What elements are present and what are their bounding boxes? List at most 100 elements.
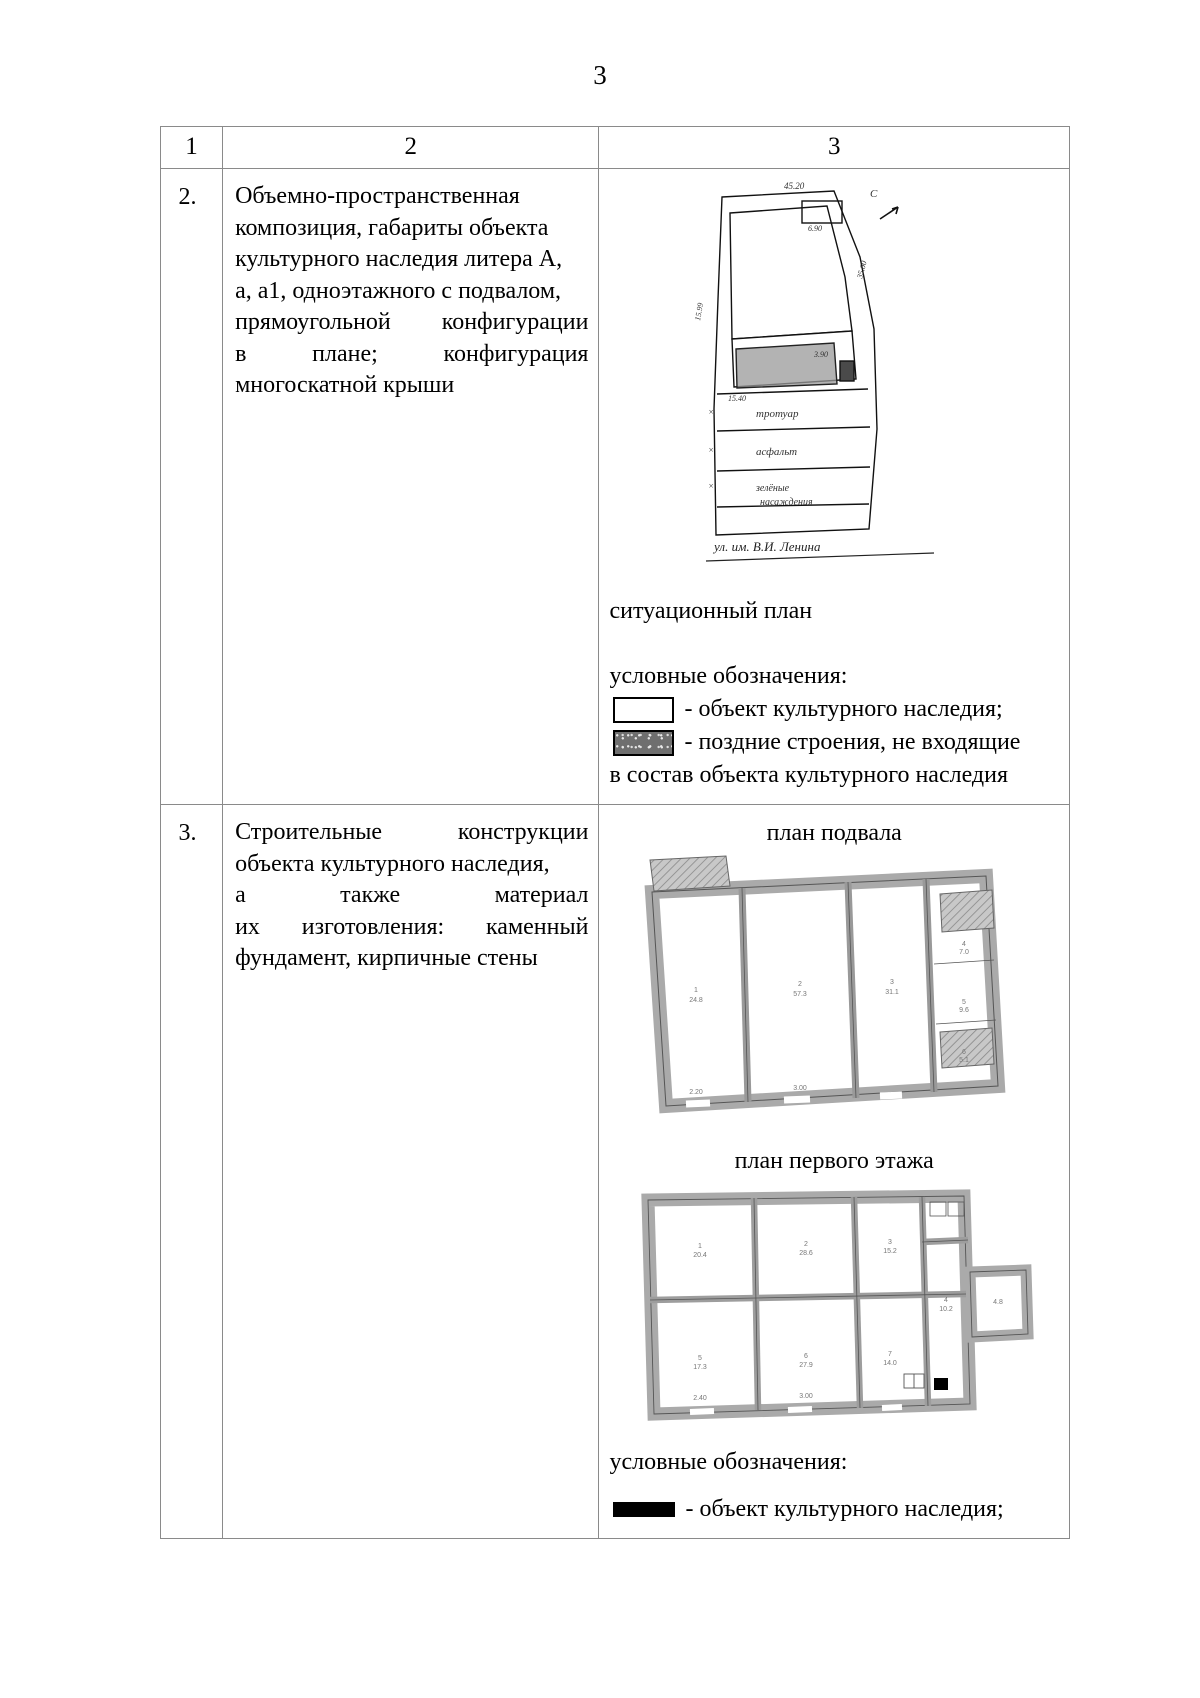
description-line: Объемно-пространственная bbox=[235, 183, 520, 209]
street-label: ул. им. В.И. Ленина bbox=[712, 539, 821, 554]
description-word: изготовления: bbox=[301, 913, 445, 940]
legend-title: условные обозначения: bbox=[609, 663, 848, 689]
svg-text:5: 5 bbox=[962, 999, 966, 1006]
description-word: плане; bbox=[312, 340, 378, 367]
row-description: Объемно-пространственная композиция, габ… bbox=[222, 168, 600, 805]
table-row: 3. Строительные конструкции объекта куль… bbox=[159, 804, 1070, 1539]
svg-text:3.00: 3.00 bbox=[799, 1393, 813, 1400]
legend-item: - объект культурного наследия; bbox=[605, 1493, 1063, 1526]
svg-text:2: 2 bbox=[798, 981, 802, 988]
dimension-label-left: 15.99 bbox=[693, 302, 705, 321]
column-header-2: 2 bbox=[222, 126, 600, 169]
svg-text:5.1: 5.1 bbox=[959, 1057, 969, 1064]
svg-text:2.40: 2.40 bbox=[693, 1395, 707, 1402]
svg-text:57.3: 57.3 bbox=[793, 991, 807, 998]
svg-text:20.4: 20.4 bbox=[693, 1252, 707, 1259]
dimension-label-small: 6.90 bbox=[808, 224, 822, 233]
svg-text:2.20: 2.20 bbox=[689, 1089, 703, 1096]
description-line: их изготовления: каменный bbox=[235, 912, 588, 944]
description-word: конструкции bbox=[457, 819, 589, 845]
svg-text:7.0: 7.0 bbox=[959, 949, 969, 956]
description-line: культурного наследия литера А, bbox=[235, 246, 563, 272]
svg-text:9.6: 9.6 bbox=[959, 1007, 969, 1014]
requirements-table: 1 2 3 2. Объемно-пространственная композ… bbox=[159, 126, 1070, 1539]
green-zone-label: зелёные bbox=[755, 483, 790, 494]
svg-text:14.0: 14.0 bbox=[883, 1360, 897, 1367]
description-word: Строительные bbox=[235, 819, 383, 845]
basement-plan-drawing: 124.8 257.3 331.1 47.0 59.6 65.1 2.20 3.… bbox=[644, 855, 1006, 1114]
svg-text:6: 6 bbox=[804, 1353, 808, 1360]
basement-plan-caption: план подвала bbox=[766, 820, 902, 846]
dimension-label-right: 35.00 bbox=[855, 260, 869, 281]
row-media-floorplans: план подвала bbox=[598, 804, 1070, 1539]
svg-text:2: 2 bbox=[804, 1241, 808, 1248]
description-word: в bbox=[235, 340, 247, 367]
description-word: прямоугольной bbox=[235, 309, 391, 335]
row-description: Строительные конструкции объекта культур… bbox=[222, 804, 600, 1539]
first-floor-plan-drawing: 120.4 228.6 315.2 410.2 517.3 627.9 714.… bbox=[641, 1189, 1034, 1421]
first-floor-plan-caption: план первого этажа bbox=[734, 1148, 934, 1174]
svg-text:×: × bbox=[708, 445, 714, 455]
row-number: 2. bbox=[159, 168, 224, 805]
column-header-3: 3 bbox=[598, 126, 1070, 169]
description-line: а, а1, одноэтажного с подвалом, bbox=[235, 277, 562, 304]
situational-plan-caption: ситуационный план bbox=[609, 598, 813, 624]
table-row: 2. Объемно-пространственная композиция, … bbox=[159, 168, 1070, 805]
legend-item: - поздние строения, не входящие bbox=[605, 726, 1063, 759]
legend-continuation: в состав объекта культурного наследия bbox=[609, 762, 1009, 788]
svg-text:1: 1 bbox=[698, 1243, 702, 1250]
legend-item-label: - объект культурного наследия; bbox=[685, 1496, 1004, 1522]
situational-plan-drawing: С 45.20 6.90 35.00 15.99 15.40 3.90 трот… bbox=[693, 181, 935, 562]
description-word: каменный bbox=[486, 913, 589, 940]
green-zone-label-2: насаждения bbox=[760, 497, 813, 508]
page-number: 3 bbox=[593, 60, 607, 90]
svg-text:10.2: 10.2 bbox=[939, 1306, 953, 1313]
sidewalk-label: тротуар bbox=[756, 408, 799, 420]
description-word: конфигурации bbox=[441, 309, 589, 335]
description-word: материал bbox=[494, 882, 589, 908]
svg-text:7: 7 bbox=[888, 1351, 892, 1358]
dimension-label-bottom: 15.40 bbox=[728, 394, 746, 403]
row-number: 3. bbox=[159, 804, 224, 1539]
description-line: прямоугольной конфигурации bbox=[235, 307, 588, 339]
svg-text:4.8: 4.8 bbox=[993, 1299, 1003, 1306]
description-line: фундамент, кирпичные стены bbox=[235, 945, 538, 971]
description-word: конфигурация bbox=[443, 340, 589, 367]
legend-item: - объект культурного наследия; bbox=[605, 693, 1063, 726]
description-word: также bbox=[340, 882, 401, 908]
svg-text:4: 4 bbox=[962, 941, 966, 948]
svg-text:27.9: 27.9 bbox=[799, 1362, 813, 1369]
outline-rect-swatch-icon bbox=[613, 696, 675, 723]
svg-text:6: 6 bbox=[962, 1049, 966, 1056]
svg-text:28.6: 28.6 bbox=[799, 1250, 813, 1257]
description-line: Строительные конструкции bbox=[235, 817, 588, 849]
description-line: объекта культурного наследия, bbox=[235, 850, 550, 877]
legend-item-label: - объект культурного наследия; bbox=[684, 696, 1003, 722]
description-word: а bbox=[235, 882, 246, 908]
legend-item-label: - поздние строения, не входящие bbox=[684, 729, 1021, 755]
description-line: многоскатной крыши bbox=[235, 372, 455, 398]
svg-text:24.8: 24.8 bbox=[689, 997, 703, 1004]
situational-plan-figure: С 45.20 6.90 35.00 15.99 15.40 3.90 трот… bbox=[605, 179, 1063, 579]
svg-text:3: 3 bbox=[890, 979, 894, 986]
svg-text:4: 4 bbox=[944, 1297, 948, 1304]
svg-text:17.3: 17.3 bbox=[693, 1364, 707, 1371]
column-header-1: 1 bbox=[159, 126, 224, 169]
dimension-label-top: 45.20 bbox=[784, 181, 805, 191]
svg-text:3: 3 bbox=[888, 1239, 892, 1246]
svg-text:31.1: 31.1 bbox=[885, 989, 899, 996]
asphalt-label: асфальт bbox=[756, 446, 797, 458]
svg-text:×: × bbox=[708, 407, 714, 417]
svg-text:×: × bbox=[708, 481, 714, 491]
description-word: их bbox=[235, 913, 260, 940]
description-line: композиция, габариты объекта bbox=[235, 214, 549, 241]
north-marker-label: С bbox=[870, 188, 878, 200]
description-line: в плане; конфигурация bbox=[235, 339, 588, 371]
dimension-label-inner: 3.90 bbox=[813, 350, 828, 359]
hatched-rect-swatch-icon bbox=[613, 729, 675, 756]
svg-text:15.2: 15.2 bbox=[883, 1248, 897, 1255]
row-media-situational: С 45.20 6.90 35.00 15.99 15.40 3.90 трот… bbox=[598, 168, 1070, 805]
